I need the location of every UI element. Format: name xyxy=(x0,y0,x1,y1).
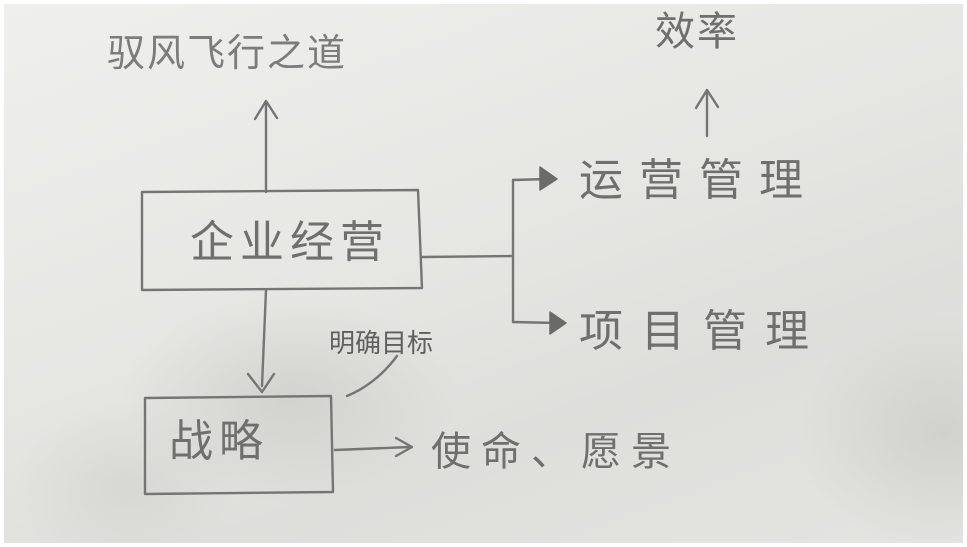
connector-enterprise xyxy=(420,254,515,259)
clarify-leader xyxy=(345,354,399,398)
label-top-left: 驭风飞行之道 xyxy=(107,31,348,75)
diagram-lines xyxy=(140,88,720,496)
box-strategy xyxy=(143,394,335,496)
arrow-up-left-head xyxy=(253,99,279,121)
arrow-down-head xyxy=(246,372,276,394)
box-enterprise xyxy=(140,188,424,292)
paper-sheet: 驭风飞行之道 效率 企业经营 战略 运营管理 项目管理 明确目标 使命、愿景 xyxy=(4,4,963,543)
label-clarify-goals: 明确目标 xyxy=(329,329,434,359)
label-mission-vision: 使命、愿景 xyxy=(431,429,681,475)
arrowhead-ops xyxy=(539,166,558,191)
arrow-right xyxy=(333,445,412,452)
label-efficiency: 效率 xyxy=(655,9,739,55)
arrow-up-right-head xyxy=(694,88,720,110)
arrow-right-head xyxy=(394,436,414,458)
label-operations-management: 运营管理 xyxy=(579,155,819,206)
arrowhead-proj xyxy=(549,311,567,335)
connector-to-proj xyxy=(511,320,558,325)
arrow-down xyxy=(260,288,268,388)
label-enterprise-operation: 企业经营 xyxy=(190,217,390,268)
label-project-management: 项目管理 xyxy=(579,306,827,357)
label-strategy: 战略 xyxy=(169,416,269,467)
